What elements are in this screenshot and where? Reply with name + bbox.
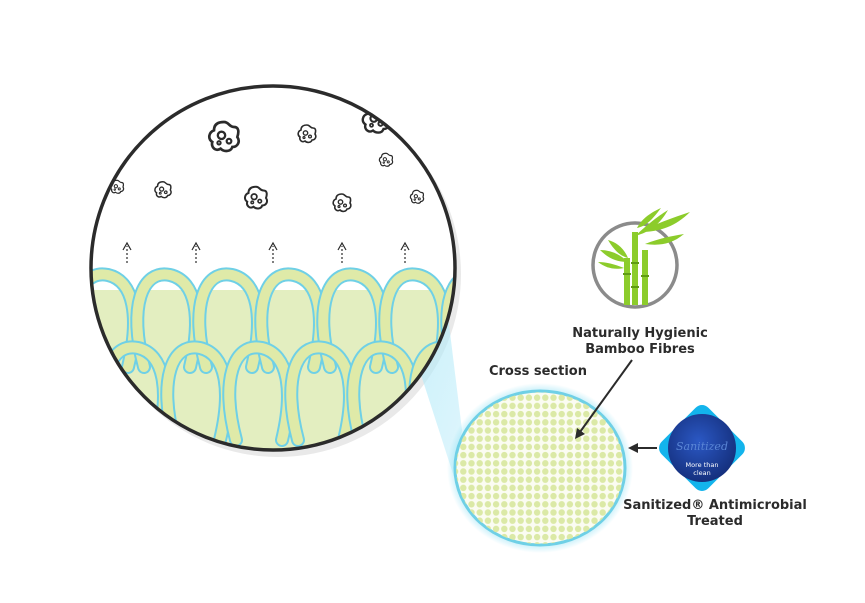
arrow-up-icon: [400, 241, 410, 263]
arrow-up-icon: [337, 241, 347, 263]
fibre-dots: [456, 392, 624, 544]
badge-arrow: [628, 443, 657, 453]
badge-tagline-line1: More than: [686, 461, 719, 469]
arrow-up-icon: [191, 241, 201, 263]
badge-brand: Sanitized: [676, 440, 728, 453]
magnified-view: [91, 86, 455, 450]
microbe-icon: [409, 189, 425, 204]
fabric-fibres: [91, 267, 455, 450]
microbe-icon: [154, 181, 172, 199]
microbe-icon: [332, 193, 352, 213]
bamboo-icon: [591, 208, 690, 309]
microbe-icon: [207, 120, 241, 153]
microbe-icon: [243, 185, 269, 210]
magnifier-ring: [89, 84, 457, 452]
cross-section-label: Cross section: [489, 364, 587, 379]
microbe-icon: [297, 124, 317, 144]
badge-tagline-line2: clean: [693, 469, 710, 477]
pointer-arrow: [575, 359, 633, 439]
sanitized-badge-icon: Sanitized More than clean: [659, 405, 745, 491]
sanitized-label-line2: Treated: [687, 514, 743, 529]
sanitized-label-line1: Sanitized® Antimicrobial: [623, 498, 807, 513]
arrow-up-icon: [122, 241, 132, 263]
microbe-icon: [378, 152, 394, 167]
bamboo-label-line1: Naturally Hygienic: [572, 326, 708, 341]
bamboo-label-line2: Bamboo Fibres: [585, 342, 695, 357]
upward-arrows: [122, 241, 410, 263]
arrow-up-icon: [268, 241, 278, 263]
